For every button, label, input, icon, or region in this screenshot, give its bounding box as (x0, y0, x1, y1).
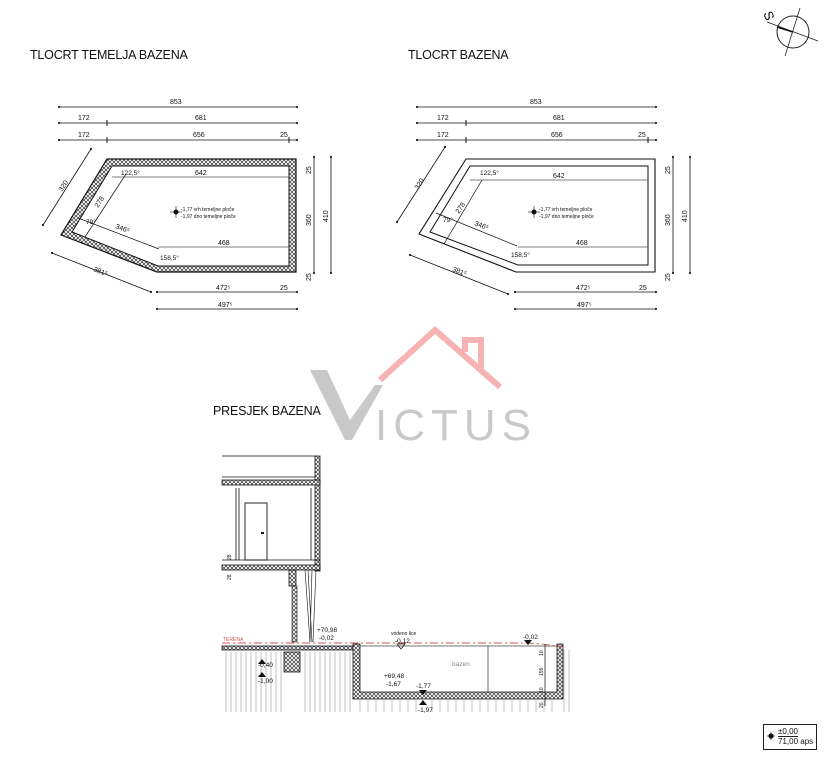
level-ground-b: -1,00 (258, 678, 273, 685)
level-abs-floor: +69,48 (384, 673, 404, 680)
dim-681-2: 681 (553, 115, 565, 122)
level-triangle-icon (258, 659, 266, 664)
angle-79-2: 79° (443, 216, 453, 224)
level-slab-bottom: -1,97 (418, 707, 433, 714)
dim-172a: 172 (78, 115, 90, 122)
legend-relative: ±0,00 (778, 727, 798, 737)
dim-25b: 25 (280, 285, 288, 292)
sec-dim-155: 155 (539, 667, 545, 676)
dim-656: 656 (193, 132, 205, 139)
level-triangle-icon (396, 643, 406, 650)
level-abs-top: +70,98 (317, 627, 337, 634)
dim-468: 468 (218, 240, 230, 247)
level-floor: -1,67 (386, 681, 401, 688)
level-triangle-icon (419, 700, 427, 705)
slab-dim-1: 28 (227, 554, 233, 560)
dim-172a-2: 172 (437, 115, 449, 122)
water-label: vodeno lice (391, 631, 417, 637)
foundation-plan: 853 172 681 172 656 25 642 468 278 346⁵ … (41, 99, 333, 311)
elevation-legend: ±0,00 71,00 aps (763, 724, 817, 750)
angle-122: 122,5° (121, 169, 140, 177)
dim-468-2: 468 (576, 240, 588, 247)
dim-410: 410 (323, 210, 330, 222)
level-top-2: -1,77 vrh temeljne ploče (539, 207, 593, 213)
dim-25a-2: 25 (638, 132, 646, 139)
pool-plan: 853 172 681 172 656 25 642 468 278 346⁵ … (395, 99, 692, 311)
slab-dim-2: 28 (227, 574, 233, 580)
angle-79: 79° (86, 218, 96, 226)
angle-158-2: 158,5° (511, 251, 530, 259)
pool-section: 28 28 (221, 455, 570, 714)
dim-4725-2: 472⁵ (576, 285, 591, 292)
door-icon (244, 502, 268, 561)
sec-dim-10b: 10 (539, 687, 545, 693)
dim-25r2-2: 25 (665, 273, 672, 281)
dim-25b-2: 25 (639, 285, 647, 292)
legend-absolute: 71,00 aps (778, 737, 814, 746)
pool-plan-title: TLOCRT BAZENA (408, 48, 509, 62)
dim-381: 381⁵ (92, 266, 108, 278)
dim-4725: 472⁵ (216, 285, 231, 292)
level-triangle-icon (524, 640, 532, 645)
dim-172b-2: 172 (437, 132, 449, 139)
dim-overall: 853 (170, 99, 182, 106)
level-ground-a: -0,40 (258, 662, 273, 669)
dim-360: 360 (306, 214, 313, 226)
dim-381-2: 381⁵ (451, 266, 467, 278)
sec-dim-10a: 10 (539, 650, 545, 656)
level-marker-icon (528, 206, 540, 218)
foundation-plan-title: TLOCRT TEMELJA BAZENA (30, 48, 188, 62)
dim-25r1-2: 25 (665, 166, 672, 174)
dim-25a: 25 (280, 132, 288, 139)
dim-25r2: 25 (306, 273, 313, 281)
level-slab-top: -1,77 (416, 683, 431, 690)
section-title: PRESJEK BAZENA (213, 404, 321, 418)
dim-4975-2: 497⁵ (577, 302, 592, 309)
level-top-rel: -0,02 (319, 635, 334, 642)
dim-25r1: 25 (306, 166, 313, 174)
dim-410-2: 410 (682, 210, 689, 222)
dim-overall-2: 853 (530, 99, 542, 106)
north-label: S (760, 9, 777, 23)
angle-158: 158,5° (160, 254, 179, 262)
level-triangle-icon (258, 672, 266, 677)
dim-642-2: 642 (553, 173, 565, 180)
level-bottom-2: -1,97 dno temeljne ploče (539, 214, 594, 220)
angle-122-2: 122,5° (480, 169, 499, 177)
dim-681: 681 (195, 115, 207, 122)
dim-4975: 497⁵ (218, 302, 233, 309)
level-water: -0,12 (395, 638, 410, 645)
level-triangle-icon (419, 690, 427, 695)
dim-320: 320 (58, 179, 70, 193)
dim-172b: 172 (78, 132, 90, 139)
level-bottom: -1,97 dno temeljne ploče (181, 214, 236, 220)
sec-dim-20: 20 (539, 702, 545, 708)
dim-642: 642 (195, 170, 207, 177)
level-marker-icon (170, 206, 182, 218)
dim-360-2: 360 (665, 214, 672, 226)
level-top: -1,77 vrh temeljne ploče (181, 207, 235, 213)
terrain-label: TERENA (223, 637, 244, 643)
dim-656-2: 656 (551, 132, 563, 139)
level-marker-icon (767, 732, 775, 740)
dim-346: 346⁵ (114, 223, 130, 235)
level-right-edge: -0,02 (523, 634, 538, 641)
north-arrow-icon: S (760, 7, 819, 57)
pool-label: bazen (452, 661, 470, 668)
dim-346-2: 346⁵ (473, 220, 489, 232)
